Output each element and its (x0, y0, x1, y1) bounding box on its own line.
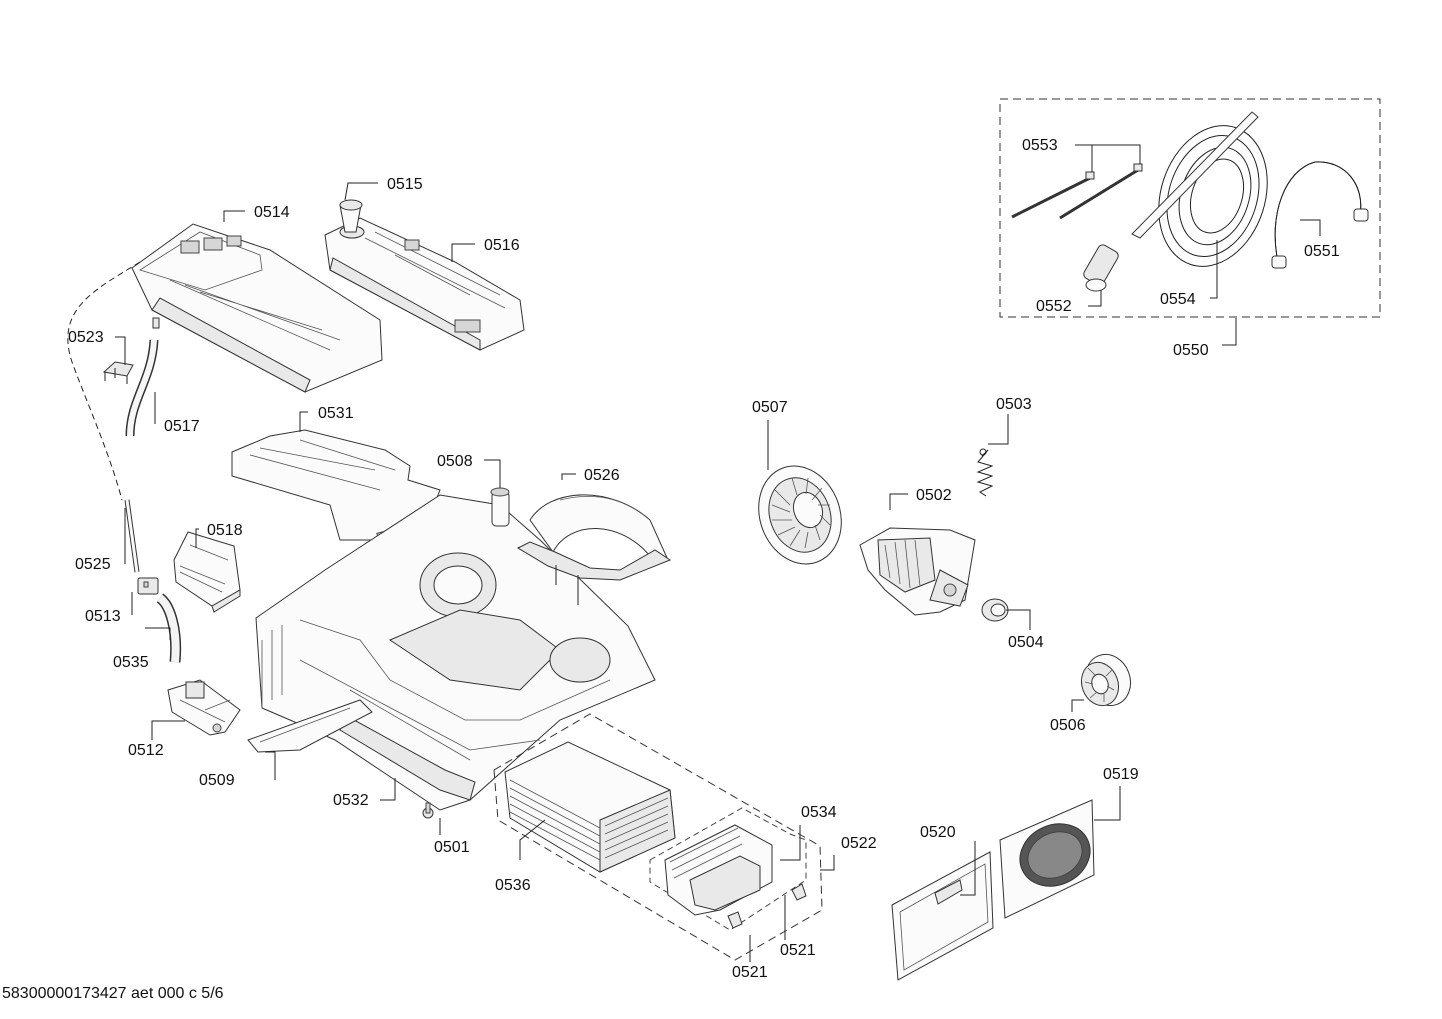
label-0518: 0518 (207, 522, 243, 539)
pump-0518 (173, 531, 241, 613)
label-0532: 0532 (333, 792, 369, 809)
fan-wheel-0507 (758, 465, 842, 565)
sensor-0508 (490, 487, 510, 527)
label-0520: 0520 (920, 824, 956, 841)
label-0553: 0553 (1022, 137, 1058, 154)
label-0513: 0513 (85, 608, 121, 625)
clip-0523 (102, 361, 134, 384)
label-0517: 0517 (164, 418, 200, 435)
connector-0513 (137, 577, 159, 595)
accessory-kit-group (999, 98, 1381, 318)
kit-dashed-frame (999, 98, 1381, 318)
spring-0503 (976, 448, 994, 497)
water-container-0514 (131, 223, 383, 393)
label-0507: 0507 (752, 399, 788, 416)
part-labels: 0515 0514 0516 0523 0517 0531 0508 0526 … (68, 137, 1340, 981)
drum-bracket-0526 (516, 494, 672, 605)
filter-0534 (664, 824, 773, 916)
footer-reference: 58300000173427 aet 000 c 5/6 (2, 985, 224, 1002)
label-0535: 0535 (113, 654, 149, 671)
label-0516: 0516 (484, 237, 520, 254)
label-0521-lower: 0521 (732, 964, 768, 981)
hose-bracket-0551 (1271, 161, 1369, 269)
cover-0509 (247, 699, 373, 753)
fan-0506 (1080, 653, 1132, 707)
pulley-0504 (981, 598, 1009, 622)
label-0509: 0509 (199, 772, 235, 789)
water-container-0516 (324, 217, 525, 351)
label-0551: 0551 (1304, 243, 1340, 260)
label-0515: 0515 (387, 176, 423, 193)
label-0550: 0550 (1173, 342, 1209, 359)
label-0508: 0508 (437, 453, 473, 470)
label-0521-upper: 0521 (780, 942, 816, 959)
label-0514: 0514 (254, 204, 290, 221)
latch-0521b (791, 883, 807, 901)
coiled-hose-0554 (1131, 111, 1268, 267)
label-0526: 0526 (584, 467, 620, 484)
funnel-0515 (339, 199, 363, 233)
label-0531: 0531 (318, 405, 354, 422)
cover-0520 (891, 851, 994, 981)
motor-0502 (859, 527, 976, 616)
label-0504: 0504 (1008, 634, 1044, 651)
label-0503: 0503 (996, 396, 1032, 413)
label-0536: 0536 (495, 877, 531, 894)
label-0523: 0523 (68, 329, 104, 346)
label-0519: 0519 (1103, 766, 1139, 783)
condenser-0536 (504, 741, 676, 873)
label-0534: 0534 (801, 804, 837, 821)
label-0554: 0554 (1160, 291, 1196, 308)
base-frame-0532 (255, 494, 656, 811)
hose-connector-0552 (1083, 244, 1119, 292)
label-0522: 0522 (841, 835, 877, 852)
label-0525: 0525 (75, 556, 111, 573)
hose-0517 (125, 339, 159, 437)
heat-exchanger-frame (493, 713, 823, 961)
cable-tie-0553 (1011, 163, 1143, 220)
leader-lines (115, 144, 1321, 962)
label-0502: 0502 (916, 487, 952, 504)
label-0512: 0512 (128, 742, 164, 759)
hose-route-line (67, 261, 141, 501)
label-0506: 0506 (1050, 717, 1086, 734)
latch-0521a (727, 911, 743, 929)
hose-0525 (124, 499, 140, 573)
cover-0519 (999, 799, 1095, 919)
valve-0512 (167, 679, 241, 736)
label-0501: 0501 (434, 839, 470, 856)
label-0552: 0552 (1036, 298, 1072, 315)
screw-0501 (422, 802, 434, 819)
hose-0535 (156, 593, 182, 663)
